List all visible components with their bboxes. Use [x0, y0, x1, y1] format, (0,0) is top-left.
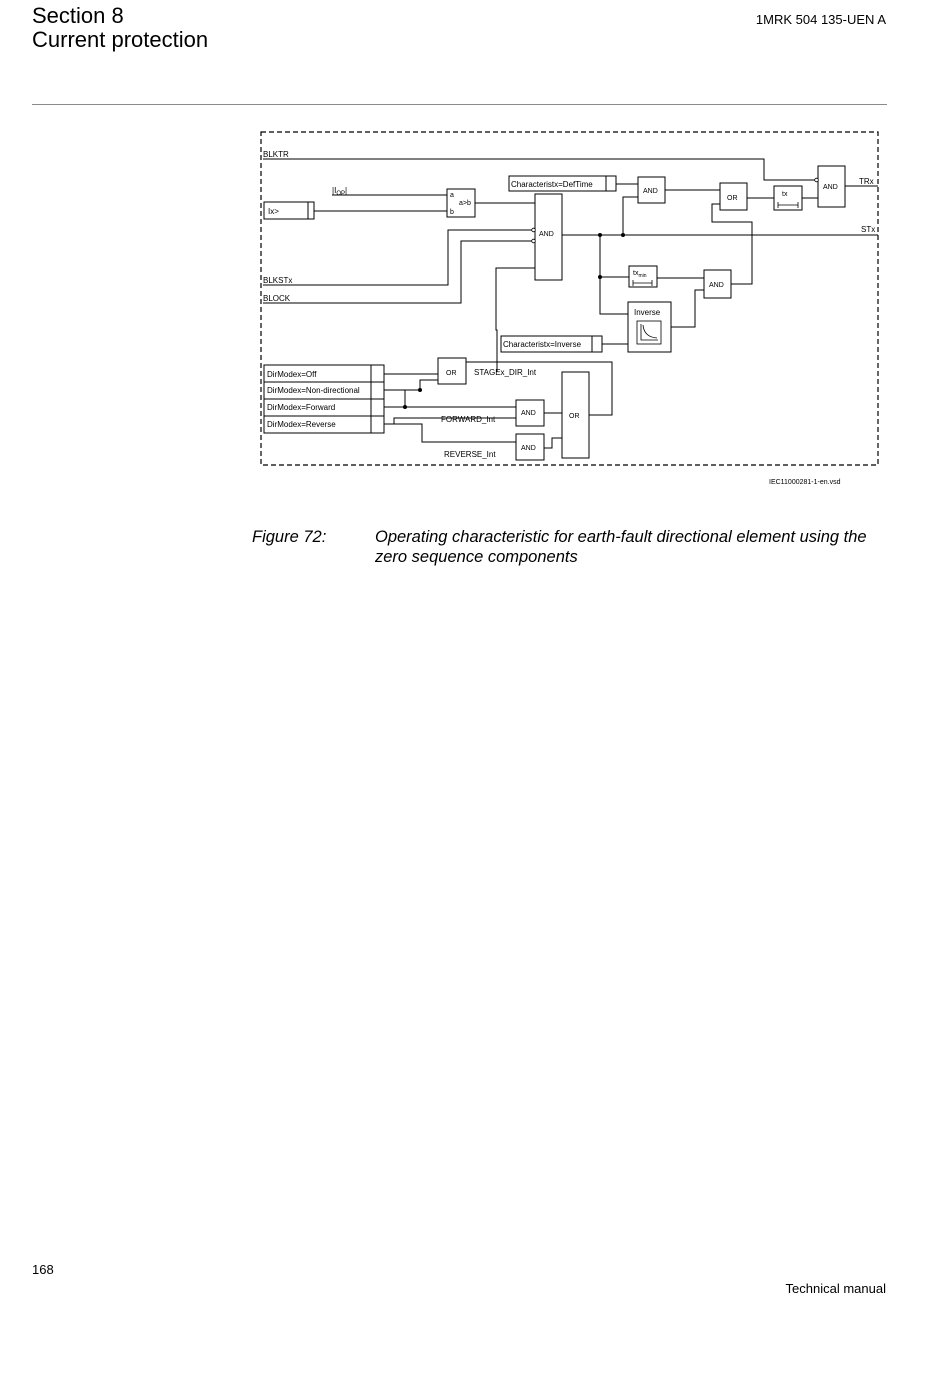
stage-dir-label: STAGEx_DIR_Int: [474, 368, 537, 377]
document-id: 1MRK 504 135-UEN A: [755, 12, 886, 27]
and-gate-deftime: AND: [637, 176, 666, 204]
and-gate-final: AND: [814, 165, 846, 208]
forward-int-label: FORWARD_Int: [441, 415, 496, 424]
logic-diagram-svg: BLKTR BLKSTx BLOCK Ix> |IOP| a a>b b AND…: [260, 131, 879, 486]
svg-text:txmin: txmin: [633, 270, 647, 279]
junction-dots: [403, 233, 625, 409]
tx-timer: tx: [773, 185, 803, 211]
and-gate-start: AND: [531, 193, 563, 281]
dirmode-nondirectional: DirModex=Non-directional: [267, 386, 360, 395]
svg-text:Inverse: Inverse: [634, 308, 661, 317]
section-heading: Section 8 Current protection: [32, 4, 208, 52]
ix-label: Ix>: [268, 207, 279, 216]
dirmode-list: DirModex=Off DirModex=Non-directional Di…: [263, 364, 385, 434]
dirmode-reverse: DirModex=Reverse: [267, 420, 336, 429]
svg-text:tx: tx: [782, 191, 788, 198]
svg-text:OR: OR: [446, 370, 457, 377]
svg-text:Characteristx=Inverse: Characteristx=Inverse: [503, 340, 582, 349]
manual-name: Technical manual: [785, 1281, 886, 1296]
header-rule: [32, 104, 887, 105]
svg-text:AND: AND: [521, 410, 536, 417]
deftime-condition: Characteristx=DefTime: [508, 175, 617, 192]
svg-text:AND: AND: [709, 282, 724, 289]
figure-label: Figure 72:: [252, 528, 327, 546]
figure-caption-text: Operating characteristic for earth-fault…: [375, 528, 867, 566]
chapter-title: Current protection: [32, 27, 209, 52]
inverse-condition: Characteristx=Inverse: [500, 335, 603, 353]
svg-text:OR: OR: [569, 413, 580, 420]
trx-label: TRx: [859, 177, 874, 186]
blktr-label: BLKTR: [263, 150, 289, 159]
svg-text:AND: AND: [521, 445, 536, 452]
dirmode-forward: DirModex=Forward: [267, 403, 335, 412]
svg-text:AND: AND: [823, 184, 838, 191]
ix-box: Ix>: [263, 201, 315, 220]
svg-text:AND: AND: [539, 231, 554, 238]
svg-text:OR: OR: [727, 195, 738, 202]
txmin-timer: txmin: [628, 265, 658, 288]
stx-label: STx: [861, 225, 875, 234]
svg-text:b: b: [450, 209, 454, 216]
diagram-frame: [260, 131, 879, 466]
svg-text:Characteristx=DefTime: Characteristx=DefTime: [511, 180, 593, 189]
or-gate-combine: OR: [561, 371, 590, 459]
or-gate-dir: OR: [437, 357, 467, 385]
logic-diagram: BLKTR BLKSTx BLOCK Ix> |IOP| a a>b b AND…: [252, 126, 892, 498]
dirmode-off: DirModex=Off: [267, 370, 317, 379]
svg-text:a>b: a>b: [459, 200, 471, 207]
inverse-timer: Inverse: [627, 301, 672, 353]
and-gate-reverse: AND: [515, 433, 545, 461]
file-reference: IEC11000281-1-en.vsd: [769, 479, 841, 486]
reverse-int-label: REVERSE_Int: [444, 450, 496, 459]
svg-text:AND: AND: [643, 188, 658, 195]
section-number: Section 8: [32, 3, 124, 28]
blkst-label: BLKSTx: [263, 276, 292, 285]
block-label: BLOCK: [263, 294, 291, 303]
svg-text:a: a: [450, 192, 454, 199]
page-number: 168: [32, 1262, 54, 1277]
comparator-block: a a>b b: [446, 188, 476, 218]
iop-label: |IOP|: [332, 186, 347, 197]
and-gate-inverse: AND: [703, 269, 732, 299]
signal-wires: [263, 158, 878, 449]
and-gate-forward: AND: [515, 399, 545, 427]
or-gate-trip: OR: [719, 182, 748, 211]
